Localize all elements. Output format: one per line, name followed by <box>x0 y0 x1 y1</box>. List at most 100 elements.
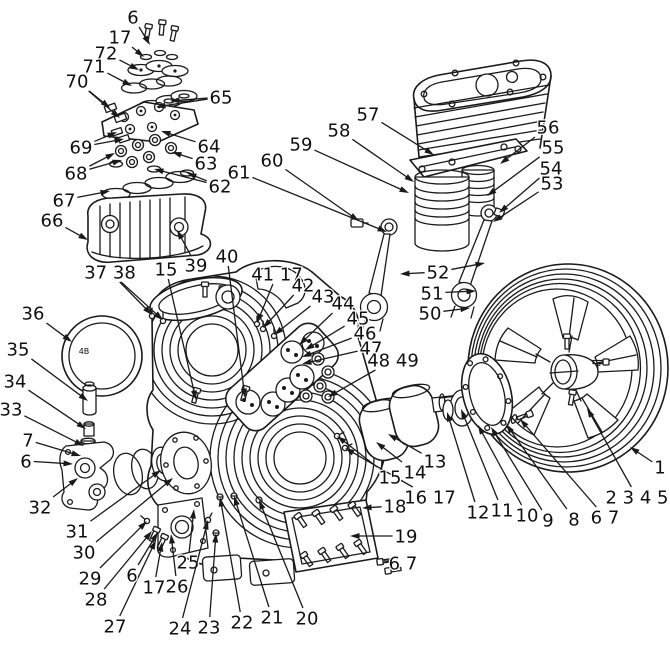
leader-line <box>259 283 274 317</box>
part-number-label: 52 <box>427 263 450 284</box>
unloader-parts <box>59 381 115 511</box>
leader-line <box>33 460 67 465</box>
leader-arrowhead <box>388 434 398 442</box>
leader-line <box>393 436 422 454</box>
leader-arrowhead <box>161 130 171 137</box>
leader-arrowhead <box>376 442 386 451</box>
leader-line <box>209 539 217 618</box>
leader-arrowhead <box>328 389 338 397</box>
part-number-label: 54 <box>540 159 563 180</box>
part-number-label: 48 49 <box>367 351 419 372</box>
leader-arrowhead <box>78 392 88 401</box>
part-number-label: 63 <box>195 154 218 175</box>
leader-line <box>188 515 194 553</box>
part-number-label: 21 <box>261 608 284 629</box>
part-number-label: 36 <box>22 304 45 325</box>
part-number-label: 41 17 <box>251 265 303 286</box>
leader-arrowhead <box>74 439 84 446</box>
leader-arrowhead <box>345 448 355 456</box>
leader-arrowhead <box>187 173 197 180</box>
part-number-label: 10 <box>516 506 539 527</box>
leader-line <box>99 525 143 569</box>
leader-arrowhead <box>76 421 86 429</box>
part-number-label: 43 <box>312 287 335 308</box>
leader-arrowhead <box>150 532 158 542</box>
leader-arrowhead <box>149 540 156 550</box>
leader-line <box>352 138 409 179</box>
leader-arrowhead <box>404 174 414 182</box>
part-number-label: 13 <box>424 452 447 473</box>
part-number-label: 37 38 <box>84 263 136 284</box>
leader-arrowhead <box>400 270 410 277</box>
leader-arrowhead <box>259 500 266 510</box>
leader-line <box>52 481 73 498</box>
cylinder-flange <box>409 138 528 178</box>
part-number-label: 35 <box>7 340 30 361</box>
leader-line <box>89 155 110 167</box>
leader-line <box>498 191 539 219</box>
part-number-label: 16 17 <box>404 488 456 509</box>
part-number-label: 30 <box>73 543 96 564</box>
part-number-label: 56 <box>537 118 560 139</box>
part-number-label: 58 <box>328 121 351 142</box>
leader-arrowhead <box>337 436 347 445</box>
part-number-label: 6 <box>126 566 137 587</box>
leader-line <box>303 312 333 341</box>
part-number-label: 25 <box>177 553 200 574</box>
part-number-label: 66 <box>41 211 64 232</box>
leader-line <box>492 156 540 193</box>
base-plate <box>283 499 402 575</box>
leader-line <box>103 535 149 590</box>
part-number-label: 68 <box>65 164 88 185</box>
part-number-label: 39 <box>185 256 208 277</box>
leader-arrowhead <box>163 478 173 487</box>
leader-arrowhead <box>218 497 225 507</box>
leader-arrowhead <box>189 509 196 519</box>
leader-line <box>94 139 118 146</box>
part-number-label: 1 <box>654 458 665 479</box>
part-number-label: 60 <box>261 151 284 172</box>
part-number-label: 50 <box>419 304 442 325</box>
leader-line <box>31 358 83 398</box>
leader-line <box>505 136 536 161</box>
leader-line <box>350 450 413 488</box>
leader-arrowhead <box>384 559 394 565</box>
leader-line <box>120 281 159 316</box>
leader-line <box>314 149 403 191</box>
leader-line <box>261 506 304 609</box>
leader-line <box>171 540 177 577</box>
part-number-label: 20 <box>296 609 319 630</box>
gasket-ring-row <box>120 75 183 94</box>
leader-arrowhead <box>240 388 247 398</box>
part-number-label: 19 <box>395 527 418 548</box>
leader-line <box>308 337 352 356</box>
leader-line <box>95 481 169 543</box>
leader-line <box>310 325 345 347</box>
part-number-label: 59 <box>290 135 313 156</box>
flywheel-hub <box>549 333 610 407</box>
canister-marking: 4B <box>79 347 90 356</box>
part-number-label: 18 <box>384 497 407 518</box>
leader-arrowhead <box>202 520 209 530</box>
part-number-label: 28 <box>85 590 108 611</box>
part-number-label: 72 <box>95 44 118 65</box>
part-number-label: 22 <box>231 613 254 634</box>
part-number-label: 55 <box>542 138 565 159</box>
part-number-label: 23 <box>198 618 221 639</box>
leader-line <box>90 473 156 522</box>
part-number-label: 14 <box>404 463 427 484</box>
leader-line <box>448 418 476 503</box>
leader-line <box>181 526 207 619</box>
leader-arrowhead <box>100 189 110 196</box>
part-number-label: 65 <box>210 88 233 109</box>
leader-arrowhead <box>190 390 197 400</box>
leader-line <box>285 168 354 218</box>
pistons-connecting-rods <box>350 164 506 332</box>
leader-arrowhead <box>499 204 509 213</box>
leader-line <box>119 546 154 617</box>
leader-arrowhead <box>63 460 73 467</box>
leader-arrowhead <box>377 225 387 232</box>
part-number-label: 70 <box>66 72 89 93</box>
leader-line <box>445 290 470 294</box>
leader-arrowhead <box>68 478 78 487</box>
